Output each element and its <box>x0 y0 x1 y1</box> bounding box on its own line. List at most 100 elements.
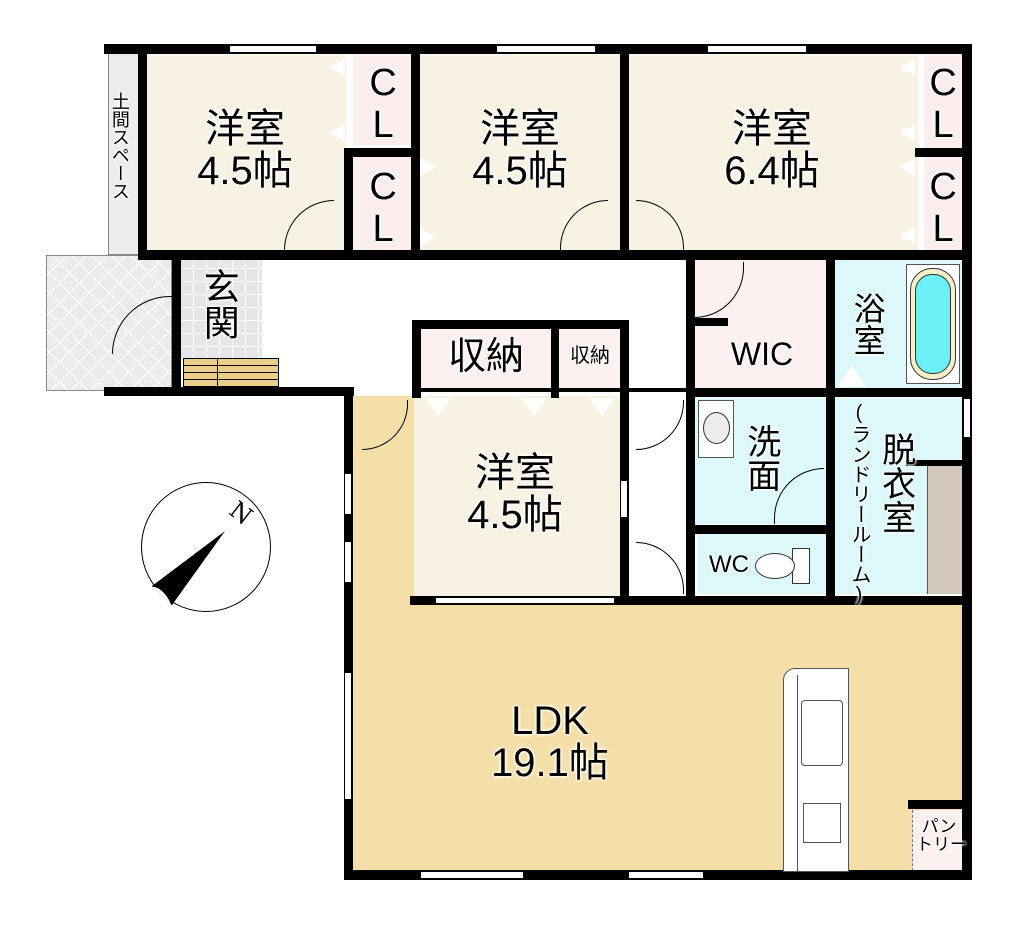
wall <box>551 320 559 398</box>
doma-space <box>108 50 140 255</box>
compass: N <box>141 482 271 612</box>
pantry-line-2: トリー <box>916 834 967 854</box>
toilet-bowl <box>755 553 795 579</box>
closet-label-text: CL <box>362 166 405 250</box>
bedroom-2-label: 洋室 4.5帖 <box>460 108 580 192</box>
wall <box>686 318 728 326</box>
window <box>435 597 615 604</box>
closet-door-marker <box>899 158 915 176</box>
storage-small-label: 収納 <box>570 345 610 367</box>
window <box>496 45 596 53</box>
wall <box>962 44 972 880</box>
room-name: 洋室 <box>480 107 560 151</box>
room-size: 6.4帖 <box>724 149 820 193</box>
kitchen-stove <box>803 803 841 843</box>
closet-1 <box>353 55 411 145</box>
wall <box>172 255 181 395</box>
wall <box>411 44 420 258</box>
entrance-step <box>183 358 279 388</box>
bathtub-water <box>915 274 951 374</box>
bedroom-1-label: 洋室 4.5帖 <box>185 108 305 192</box>
window <box>344 672 352 800</box>
entrance-step-divider <box>217 358 218 388</box>
closet-label-text: CL <box>362 62 405 146</box>
wall <box>344 148 414 157</box>
wall <box>104 387 354 396</box>
bedroom-3-label: 洋室 6.4帖 <box>712 108 832 192</box>
ldk-label: LDK 19.1帖 <box>470 700 630 784</box>
wall <box>412 320 421 398</box>
closet-door-marker <box>899 226 915 244</box>
room-size: 4.5帖 <box>197 149 293 193</box>
wall <box>344 148 353 258</box>
room-size: 4.5帖 <box>467 493 563 537</box>
closet-door-marker <box>329 124 345 142</box>
washroom-label: 洗面 <box>741 424 780 492</box>
wall <box>908 800 966 809</box>
doma-label: 土間スペース <box>109 92 130 200</box>
wall <box>826 250 835 605</box>
wall <box>686 388 966 397</box>
window <box>229 45 317 53</box>
kitchen-counter-inner <box>797 675 849 872</box>
storage-door-marker <box>521 398 547 416</box>
closet-label-text: CL <box>922 62 965 146</box>
closet-4-label: CL <box>922 166 964 256</box>
room-name: 洋室 <box>475 451 555 495</box>
wall <box>906 460 964 466</box>
wall <box>620 320 629 605</box>
closet-1-label: CL <box>362 62 405 152</box>
closet-3 <box>924 55 962 149</box>
storage-large-label: 収納 <box>447 336 524 378</box>
closet-door-marker <box>899 58 915 76</box>
wall <box>686 250 695 605</box>
room-size: 4.5帖 <box>472 149 568 193</box>
closet-door-marker <box>899 124 915 142</box>
room-name: 洋室 <box>205 107 285 151</box>
window <box>620 480 628 518</box>
wc-label: WC <box>709 551 749 578</box>
dressing-label: 脱衣室 <box>876 432 915 534</box>
wall <box>412 388 702 392</box>
room-name: 洋室 <box>732 107 812 151</box>
door-bedroom-4[interactable] <box>636 400 684 450</box>
bath-door-marker <box>838 365 866 387</box>
closet-door-marker <box>329 58 345 76</box>
wall <box>412 320 629 329</box>
north-arrow-icon <box>151 531 225 606</box>
storage-door-marker <box>425 398 451 416</box>
closet-2 <box>353 156 411 250</box>
storage-door-marker <box>589 398 615 416</box>
window <box>707 45 807 53</box>
kitchen-sink <box>801 700 843 766</box>
room-name: LDK <box>511 699 589 743</box>
wall <box>344 388 353 880</box>
entrance-label: 玄関 <box>198 268 240 340</box>
wall <box>620 44 629 258</box>
window <box>963 398 971 438</box>
ldk-floor-main <box>352 600 964 875</box>
storage-large <box>420 328 552 388</box>
dressing-sub-label: (ランドリールーム) <box>848 402 870 606</box>
wall <box>138 44 147 260</box>
closet-3-label: CL <box>922 62 965 152</box>
dressing-shelf <box>927 462 962 594</box>
closet-door-marker <box>420 158 436 176</box>
window <box>628 871 704 879</box>
room-size: 19.1帖 <box>491 741 609 785</box>
pantry-floor <box>912 810 964 876</box>
closet-2-label: CL <box>362 166 405 256</box>
bath-label: 浴室 <box>849 292 886 356</box>
closet-door-marker <box>420 228 436 246</box>
window <box>344 473 352 515</box>
pantry-line-1: パン <box>921 817 957 836</box>
pantry-label: パン トリー <box>916 817 967 854</box>
door-wc[interactable] <box>636 542 684 594</box>
closet-4 <box>924 156 962 250</box>
storage-small <box>559 328 621 388</box>
bedroom-4 <box>414 396 620 596</box>
entrance-floor <box>180 260 262 360</box>
window <box>344 541 352 583</box>
bedroom-3 <box>628 55 918 250</box>
wall <box>694 525 829 534</box>
